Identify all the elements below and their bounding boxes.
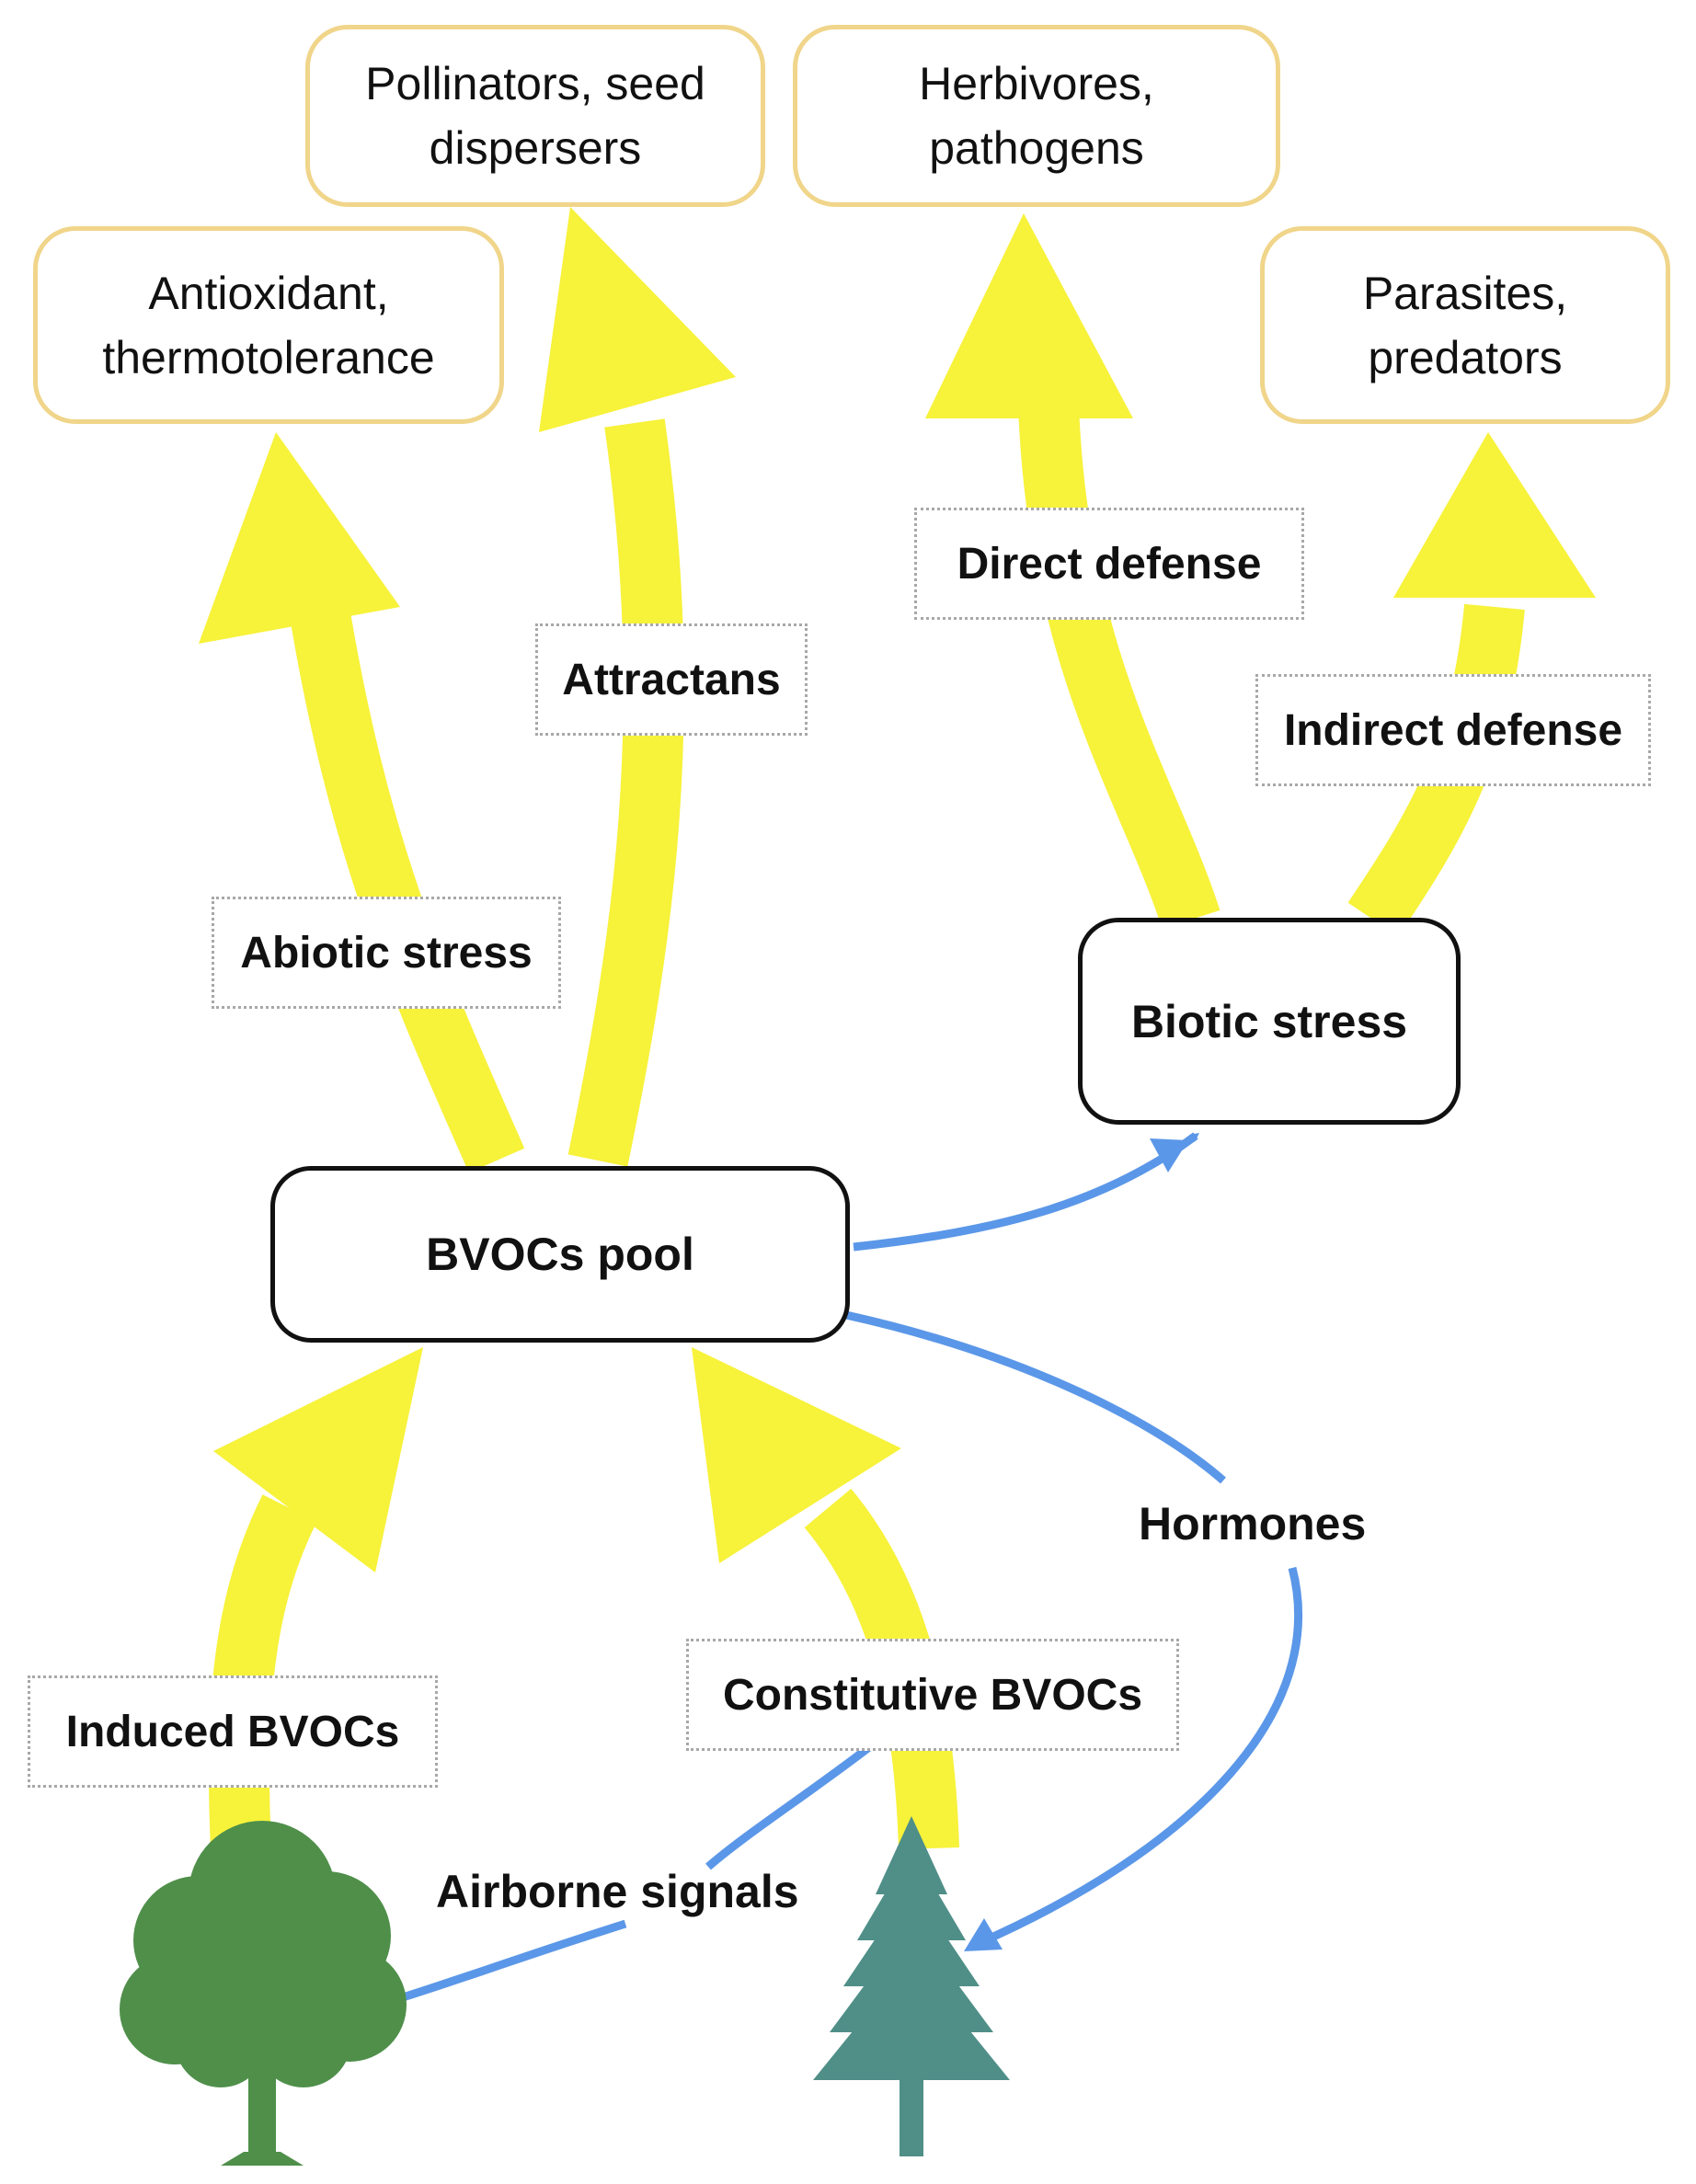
label-indirect-defense: Indirect defense [1255,674,1651,786]
label-attractans: Attractans [535,623,808,736]
node-bvocs-pool-text: BVOCs pool [426,1229,694,1280]
broadleaf-tree-icon [120,1821,407,2166]
label-constitutive-bvocs: Constitutive BVOCs [686,1639,1179,1751]
signal-arrow-to-biotic-stress [853,1132,1200,1252]
label-direct-defense-text: Direct defense [957,539,1262,589]
pathway-arrow-attractans [539,207,736,1167]
node-bvocs-pool: BVOCs pool [270,1166,850,1343]
label-airborne-signals: Airborne signals [436,1866,799,1917]
label-hormones: Hormones [1139,1498,1367,1549]
pathway-arrow-constitutive [692,1347,959,1850]
label-direct-defense: Direct defense [914,508,1304,620]
outcome-parasites: Parasites, predators [1260,226,1670,424]
label-induced-bvocs: Induced BVOCs [28,1675,438,1788]
pathway-arrow-abiotic [199,432,525,1173]
outcome-antioxidant: Antioxidant, thermotolerance [33,226,504,424]
signal-arrow-hormones [845,1310,1303,1945]
label-abiotic-stress: Abiotic stress [212,897,561,1009]
conifer-tree-icon [813,1816,1010,2156]
label-induced-bvocs-text: Induced BVOCs [65,1707,400,1756]
label-attractans-text: Attractans [562,655,781,704]
outcome-herbivores-text: Herbivores, pathogens [919,58,1154,174]
label-indirect-defense-text: Indirect defense [1283,705,1623,755]
pathway-arrow-induced [209,1347,423,1850]
label-constitutive-bvocs-text: Constitutive BVOCs [722,1670,1143,1720]
outcome-pollinators-text: Pollinators, seed dispersers [365,58,705,174]
node-biotic-stress: Biotic stress [1078,918,1461,1125]
pathway-arrow-direct-defense [925,213,1220,930]
outcome-parasites-text: Parasites, predators [1362,267,1568,383]
node-biotic-stress-text: Biotic stress [1130,995,1408,1047]
outcome-pollinators: Pollinators, seed dispersers [305,25,765,207]
outcome-antioxidant-text: Antioxidant, thermotolerance [102,267,435,383]
label-abiotic-stress-text: Abiotic stress [240,928,533,978]
outcome-herbivores: Herbivores, pathogens [793,25,1280,207]
